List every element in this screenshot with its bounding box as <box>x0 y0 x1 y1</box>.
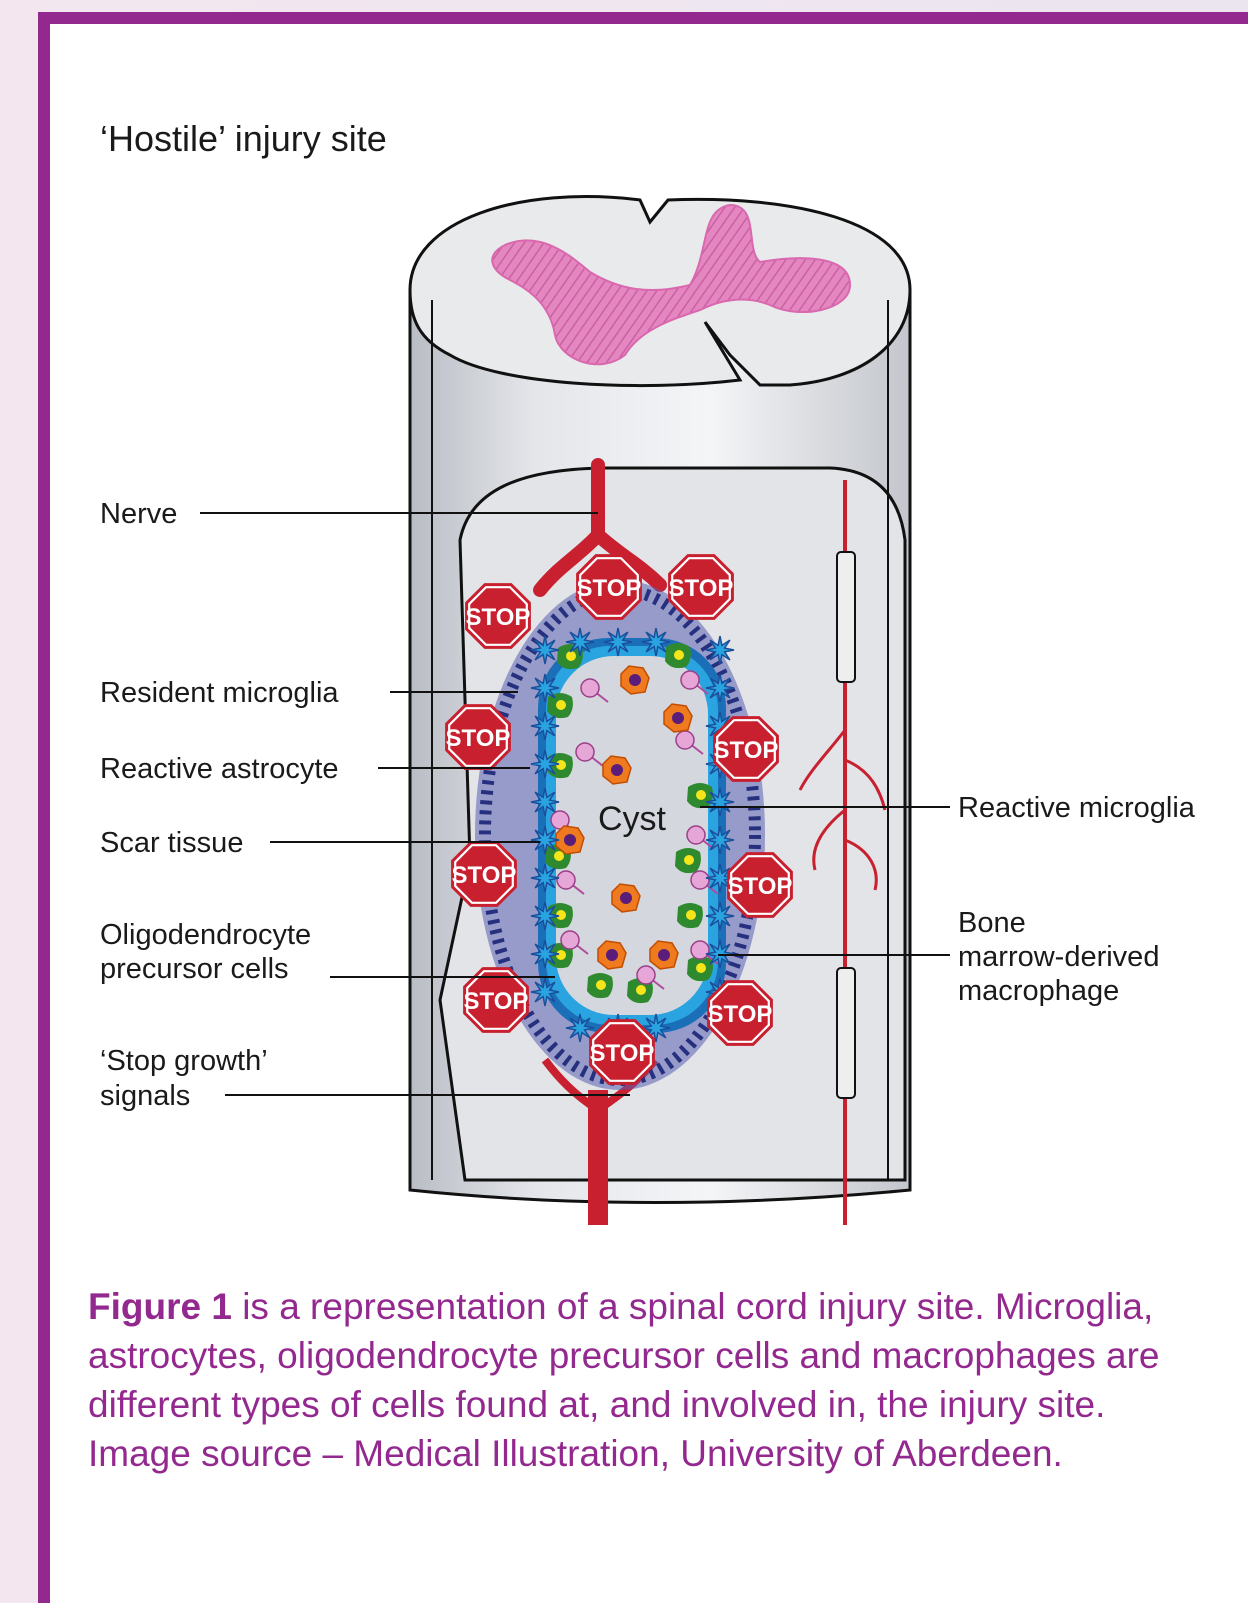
macrophage-cell <box>598 941 626 969</box>
astrocyte-star <box>531 940 559 968</box>
astrocyte-star <box>531 636 559 664</box>
stop-sign: STOP <box>590 1021 655 1084</box>
label-opc-line1: Oligodendrocyte <box>100 919 311 951</box>
macrophage-cell <box>621 666 649 694</box>
macrophage-cell <box>556 826 584 854</box>
label-opc-line2: precursor cells <box>100 953 289 985</box>
astrocyte-star <box>706 674 734 702</box>
cyst-label: Cyst <box>598 800 667 838</box>
label-bmdm-line3: macrophage <box>958 975 1119 1007</box>
caption-text: is a representation of a spinal cord inj… <box>88 1286 1160 1474</box>
astrocyte-star <box>531 902 559 930</box>
reactive-microglia-cell <box>675 848 701 873</box>
stop-sign-text: STOP <box>446 725 511 752</box>
stop-sign: STOP <box>708 982 773 1045</box>
stop-sign-text: STOP <box>714 737 779 764</box>
astrocyte-star <box>706 788 734 816</box>
label-stop-line2: signals <box>100 1080 190 1112</box>
reactive-microglia-cell <box>677 903 703 928</box>
reactive-microglia-cell <box>687 783 713 808</box>
reactive-microglia-cell <box>665 643 691 668</box>
stop-sign: STOP <box>728 854 793 917</box>
astrocyte-star <box>706 826 734 854</box>
astrocyte-star <box>566 628 594 656</box>
stop-sign-text: STOP <box>466 604 531 631</box>
label-stop-line1: ‘Stop growth’ <box>100 1045 268 1077</box>
label-scar-tissue: Scar tissue <box>100 827 243 859</box>
astrocyte-star <box>706 902 734 930</box>
stop-sign-text: STOP <box>708 1001 773 1028</box>
macrophage-cell <box>612 884 640 912</box>
astrocyte-star <box>531 712 559 740</box>
astrocyte-star <box>531 864 559 892</box>
macrophage-cell <box>664 704 692 732</box>
stop-sign: STOP <box>446 706 511 769</box>
label-nerve: Nerve <box>100 498 177 530</box>
astrocyte-star <box>531 750 559 778</box>
label-reactive-astrocyte: Reactive astrocyte <box>100 753 339 785</box>
label-reactive-microglia: Reactive microglia <box>958 792 1196 824</box>
reactive-microglia-cell <box>547 693 573 718</box>
label-bmdm-line1: Bone <box>958 907 1026 939</box>
astrocyte-star <box>531 788 559 816</box>
astrocyte-star <box>642 628 670 656</box>
caption-bold: Figure 1 <box>88 1286 232 1327</box>
astrocyte-star <box>531 826 559 854</box>
label-bmdm-line2: marrow-derived <box>958 941 1159 973</box>
stop-sign: STOP <box>714 718 779 781</box>
stop-sign: STOP <box>452 843 517 906</box>
stop-sign: STOP <box>466 585 531 648</box>
stop-sign-text: STOP <box>452 862 517 889</box>
astrocyte-star <box>531 978 559 1006</box>
stop-sign-text: STOP <box>590 1040 655 1067</box>
stop-sign: STOP <box>464 969 529 1032</box>
figure-caption: Figure 1 is a representation of a spinal… <box>88 1282 1208 1478</box>
astrocyte-star <box>604 628 632 656</box>
stop-sign: STOP <box>577 556 642 619</box>
label-resident-microglia: Resident microglia <box>100 677 339 709</box>
astrocyte-star <box>706 636 734 664</box>
stop-sign-text: STOP <box>464 988 529 1015</box>
reactive-microglia-cell <box>687 956 713 981</box>
macrophage-cell <box>603 756 631 784</box>
stop-sign-text: STOP <box>577 575 642 602</box>
macrophage-cell <box>650 941 678 969</box>
stop-sign-text: STOP <box>728 873 793 900</box>
astrocyte-star <box>531 674 559 702</box>
stop-sign-text: STOP <box>669 575 734 602</box>
stop-sign: STOP <box>669 556 734 619</box>
reactive-microglia-cell <box>587 973 613 998</box>
